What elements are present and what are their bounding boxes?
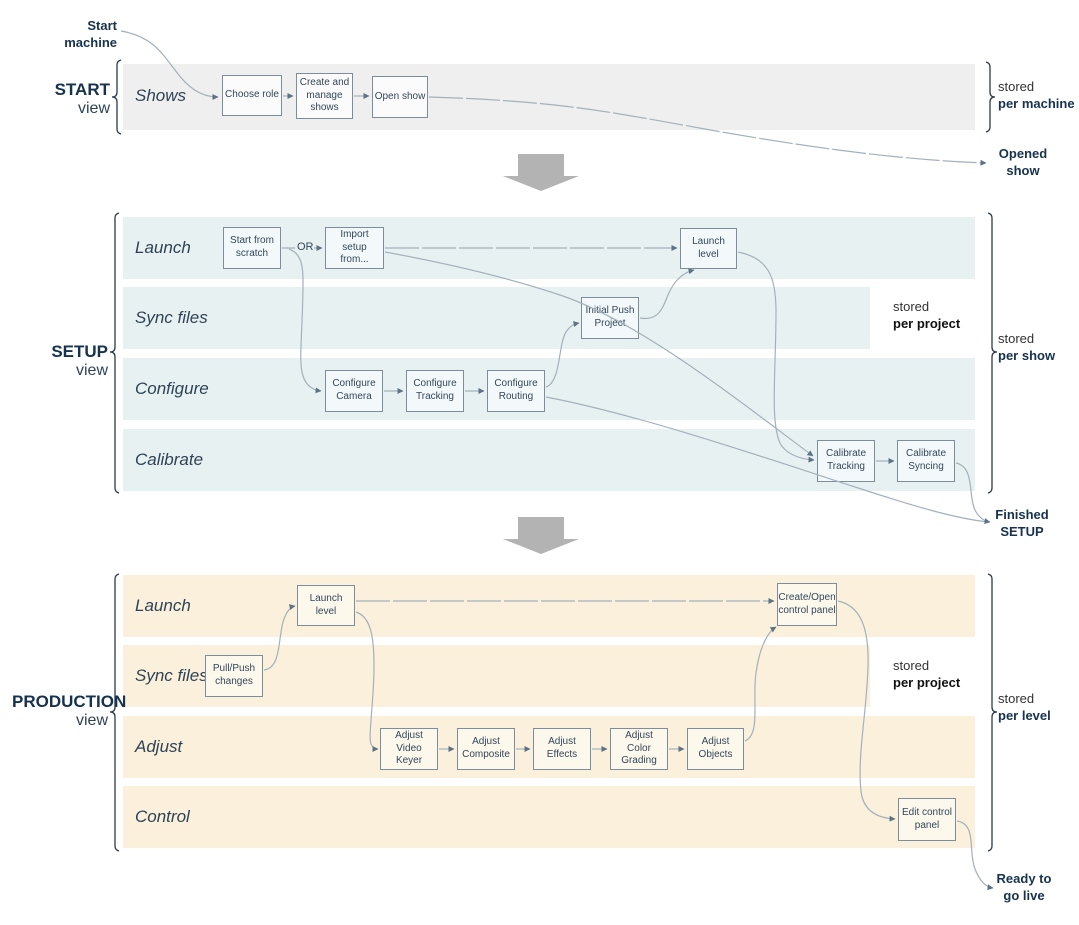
row-label-shows: Shows [135, 86, 187, 105]
start-view-label: view [77, 100, 110, 118]
annotation-opened-show: Opened show [998, 146, 1048, 178]
setup-title: SETUP [51, 342, 108, 361]
setup-row-configure [123, 358, 975, 420]
node-adjust-color-grading: Adjust Color Grading [610, 728, 668, 770]
note-stored-per-machine: stored per machine [998, 78, 1075, 112]
annotation-finished-setup: Finished SETUP [995, 507, 1049, 539]
node-adjust-effects: Adjust Effects [533, 728, 591, 770]
row-label-setup-launch: Launch [135, 238, 191, 257]
note-setup-stored-per-project: stored per project [893, 298, 960, 332]
or-label: OR [297, 241, 314, 253]
stored-scope: per project [893, 316, 961, 332]
production-title: PRODUCTION [12, 692, 127, 711]
node-configure-camera: Configure Camera [325, 370, 383, 412]
row-label-setup-calibrate: Calibrate [135, 450, 204, 469]
section-label-setup: SETUP view [12, 342, 108, 381]
bracket-production-right [987, 573, 998, 852]
row-label-prod-sync: Sync files [135, 666, 208, 685]
row-label-prod-control: Control [135, 807, 190, 826]
node-edit-control-panel: Edit control panel [898, 798, 956, 841]
node-import-setup: Import setup from... [325, 227, 384, 269]
start-title: START [54, 80, 110, 99]
bracket-setup-right [987, 212, 998, 494]
node-adjust-video-keyer: Adjust Video Keyer [380, 728, 438, 770]
node-choose-role: Choose role [222, 75, 282, 116]
node-configure-tracking: Configure Tracking [406, 370, 464, 412]
node-configure-routing: Configure Routing [487, 370, 545, 412]
stored-label: stored [998, 79, 1035, 94]
section-label-start: START view [14, 80, 110, 119]
bracket-setup-left [109, 212, 120, 494]
node-pull-push-changes: Pull/Push changes [205, 655, 263, 697]
setup-row-sync-files [123, 287, 870, 349]
node-calibrate-syncing: Calibrate Syncing [897, 440, 955, 482]
row-label-prod-adjust: Adjust [135, 737, 183, 756]
bracket-start-right [985, 61, 996, 133]
row-label-setup-configure: Configure [135, 379, 209, 398]
annotation-start-machine: Start machine [64, 18, 117, 50]
node-setup-launch-level: Launch level [680, 228, 737, 269]
note-prod-stored-per-project: stored per project [893, 657, 960, 691]
production-view-label: view [75, 712, 108, 730]
node-initial-push-project: Initial Push Project [581, 297, 639, 339]
row-label-setup-sync: Sync files [135, 308, 208, 327]
node-create-open-control-panel: Create/Open control panel [777, 583, 837, 626]
section-arrow-down-1 [503, 154, 579, 191]
stored-label: stored [998, 331, 1035, 346]
connector-import-to-calibrate-tracking [384, 251, 814, 457]
section-label-production: PRODUCTION view [12, 692, 127, 731]
node-prod-launch-level: Launch level [297, 585, 355, 626]
stored-scope: per project [893, 675, 961, 691]
node-create-manage-shows: Create and manage shows [296, 73, 353, 119]
note-stored-per-level: stored per level [998, 690, 1051, 724]
stored-scope: per show [998, 348, 1056, 364]
production-row-control [123, 786, 975, 848]
bracket-production-left [109, 573, 120, 852]
section-arrow-down-2 [503, 517, 579, 554]
annotation-ready-to-go-live: Ready to go live [996, 871, 1052, 903]
node-adjust-composite: Adjust Composite [457, 728, 515, 770]
stored-label: stored [998, 691, 1035, 706]
bracket-start-left [111, 59, 122, 135]
stored-scope: per machine [998, 96, 1075, 112]
production-row-launch [123, 575, 975, 637]
note-stored-per-show: stored per show [998, 330, 1055, 364]
stored-label: stored [893, 299, 930, 314]
setup-view-label: view [75, 362, 108, 380]
stored-scope: per level [998, 708, 1051, 724]
node-calibrate-tracking: Calibrate Tracking [817, 440, 875, 482]
node-open-show: Open show [372, 76, 428, 118]
node-adjust-objects: Adjust Objects [687, 728, 744, 770]
stored-label: stored [893, 658, 930, 673]
row-label-prod-launch: Launch [135, 596, 191, 615]
node-start-from-scratch: Start from scratch [223, 227, 281, 269]
